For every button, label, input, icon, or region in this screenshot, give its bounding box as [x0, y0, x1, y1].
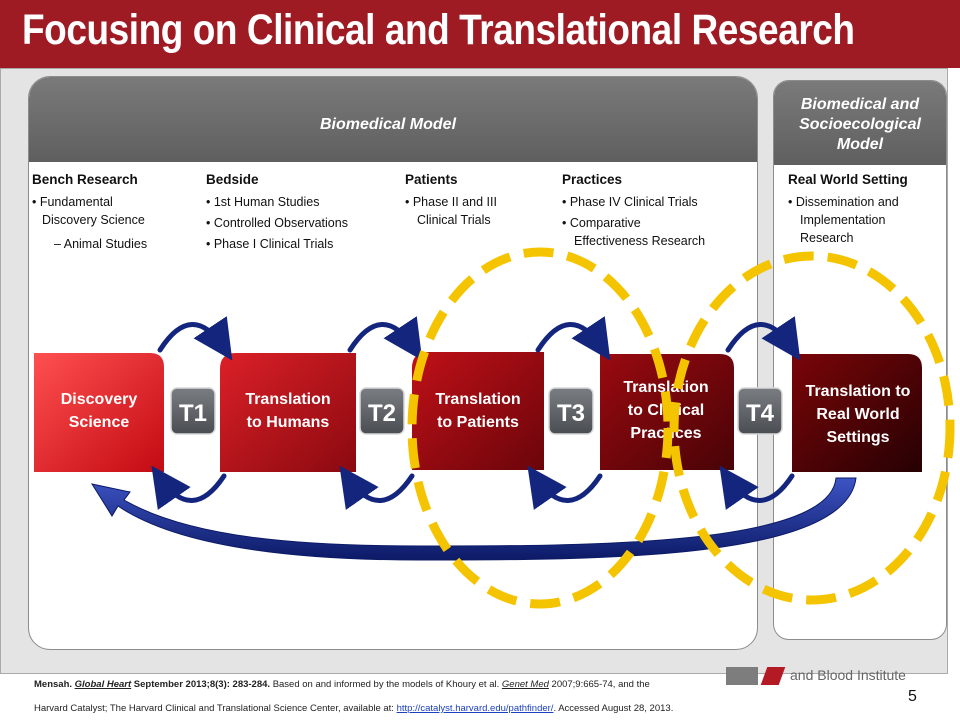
citation-author: Mensah.: [34, 679, 73, 690]
citation-line-2: Harvard Catalyst; The Harvard Clinical a…: [34, 703, 673, 714]
citation-journal: Global Heart: [74, 679, 132, 690]
column-item: • Fundamental: [32, 195, 113, 209]
citation-accessed: . Accessed August 28, 2013.: [553, 703, 674, 714]
column-item: • Phase I Clinical Trials: [206, 237, 334, 251]
column-item: • Dissemination and: [788, 195, 899, 209]
stage-label: Translation: [245, 391, 330, 408]
forward-arrow-icon: [535, 316, 611, 361]
return-arrow-icon: [151, 465, 227, 510]
transition-label: T1: [179, 400, 207, 427]
stage-label: Translation: [623, 379, 708, 396]
column-item: • 1st Human Studies: [206, 195, 320, 209]
page-number: 5: [908, 688, 917, 705]
citation-based: Based on and informed by the models of K…: [272, 679, 500, 690]
column-heading: Patients: [405, 172, 458, 187]
transition-label: T2: [368, 400, 396, 427]
highlight-circle-t4: [669, 251, 955, 605]
logo-mark-icon: [726, 667, 758, 685]
title-banner: Focusing on Clinical and Translational R…: [0, 0, 960, 68]
transition-t4: T4: [737, 387, 783, 435]
column-item: • Comparative: [562, 216, 641, 230]
column-heading: Real World Setting: [788, 172, 908, 187]
column-heading: Bench Research: [32, 172, 138, 187]
band-line: Model: [836, 136, 884, 153]
citation-genetmed: Genet Med: [501, 679, 549, 690]
column-item: • Phase II and III: [405, 195, 497, 209]
transition-label: T4: [746, 400, 775, 427]
column-item: Research: [800, 231, 854, 245]
institute-logo: and Blood Institute: [724, 667, 934, 687]
page-title: Focusing on Clinical and Translational R…: [22, 6, 855, 54]
bedside-column: Bedside • 1st Human Studies • Controlled…: [206, 171, 386, 256]
logo-slash-icon: [760, 667, 786, 685]
biomedical-model-band: [29, 77, 757, 162]
stage-discovery-science: Discovery Science: [34, 353, 164, 472]
cycle-arrows: [151, 316, 801, 510]
stage-label: Settings: [826, 429, 889, 446]
stage-label: to Humans: [247, 414, 330, 431]
transition-label: T3: [557, 400, 585, 427]
stage-label: to Patients: [437, 414, 519, 431]
column-item: • Phase IV Clinical Trials: [562, 195, 698, 209]
citation-genetmed-ref: 2007;9:665-74, and the: [551, 679, 650, 690]
band-line: Biomedical and: [800, 96, 920, 113]
real-world-column: Real World Setting • Dissemination and I…: [788, 171, 938, 247]
stage-label: Translation: [435, 391, 520, 408]
column-item: Clinical Trials: [417, 213, 491, 227]
return-arrow-icon: [339, 465, 415, 510]
column-item: Discovery Science: [42, 213, 145, 227]
bench-research-column: Bench Research • Fundamental Discovery S…: [32, 171, 182, 253]
citation-source: Harvard Catalyst; The Harvard Clinical a…: [34, 703, 394, 714]
transition-t3: T3: [548, 387, 594, 435]
stage-label: Translation to: [806, 383, 911, 400]
stage-translation-to-real-world-settings: Translation to Real World Settings: [792, 354, 922, 472]
logo-text: and Blood Institute: [790, 667, 906, 683]
socioecological-model-title: Biomedical and Socioecological Model: [774, 95, 946, 155]
citation-link[interactable]: http://catalyst.harvard.edu/pathfinder/: [396, 703, 554, 714]
column-heading: Practices: [562, 172, 623, 187]
stage-label: Discovery: [61, 391, 138, 408]
biomedical-model-title: Biomedical Model: [319, 116, 457, 133]
citation-line-1: Mensah. Global Heart September 2013;8(3)…: [34, 679, 650, 690]
forward-arrow-icon: [157, 316, 233, 361]
socioecological-model-band: [774, 81, 946, 165]
column-item: – Animal Studies: [54, 237, 148, 251]
forward-arrow-icon: [347, 316, 423, 361]
citation-issue: September 2013;8(3): 283-284.: [133, 679, 271, 690]
return-arrow-icon: [527, 465, 603, 510]
transition-t2: T2: [359, 387, 405, 435]
column-item: • Controlled Observations: [206, 216, 348, 230]
transition-t1: T1: [170, 387, 216, 435]
stage-label: Real World: [816, 406, 899, 423]
practices-column: Practices • Phase IV Clinical Trials • C…: [562, 171, 752, 250]
highlight-circles: [407, 247, 955, 609]
band-line: Socioecological: [799, 116, 921, 133]
stage-translation-to-humans: Translation to Humans: [220, 353, 356, 472]
column-heading: Bedside: [206, 172, 259, 187]
stage-translation-to-patients: Translation to Patients: [412, 352, 544, 470]
return-arrow-icon: [719, 465, 795, 510]
column-item: Implementation: [800, 213, 886, 227]
forward-arrow-icon: [725, 316, 801, 361]
column-item: Effectiveness Research: [574, 234, 706, 248]
patients-column: Patients • Phase II and III Clinical Tri…: [405, 171, 555, 229]
stage-label: Science: [69, 414, 130, 431]
highlight-circle-t3: [407, 247, 673, 609]
